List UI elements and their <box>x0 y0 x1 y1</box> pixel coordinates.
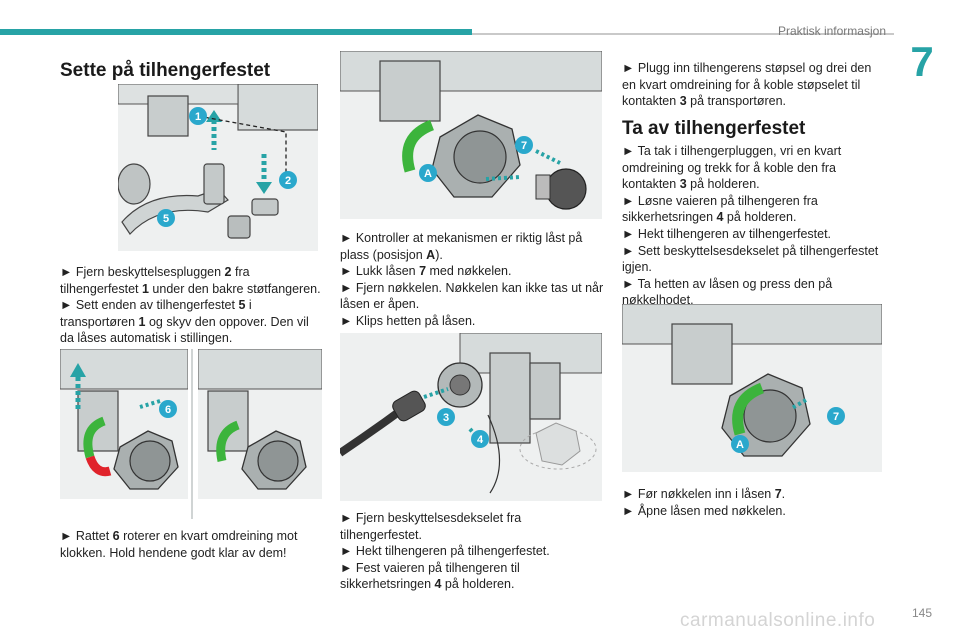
footer-watermark: carmanualsonline.info <box>680 610 876 631</box>
figure-badge: 2 <box>285 175 291 187</box>
figure-badge: 6 <box>165 404 171 416</box>
paragraph-detach-steps: ► Ta tak i tilhengerpluggen, vri en kvar… <box>622 144 879 308</box>
section-title-detach: Ta av tilhengerfestet <box>622 118 806 139</box>
figure-lock-key: 7 A <box>340 51 602 219</box>
paragraph-cable-steps: ► Fjern beskyttelsesdekselet fra tilheng… <box>340 511 550 592</box>
header-rule <box>472 33 894 35</box>
chapter-number: 7 <box>910 38 934 85</box>
figure-towbar-insert: 1 2 5 <box>118 84 318 251</box>
figure-badge: 3 <box>443 412 449 424</box>
paragraph-plug-step: ► Plugg inn tilhengerens støpsel og drei… <box>622 61 872 109</box>
figure-badge: A <box>736 439 744 451</box>
paragraph-wheel-warning: ► Rattet 6 roterer en kvart omdreining m… <box>60 529 298 560</box>
figure-wheel-rotate: 6 <box>60 349 188 499</box>
section-title-attach: Sette på tilhengerfestet <box>60 60 271 81</box>
figure-unlock-key: 7 A <box>622 304 882 472</box>
figure-badge: 1 <box>195 111 201 123</box>
figure-badge: 7 <box>833 411 839 423</box>
header-title: Praktisk informasjon <box>777 24 886 38</box>
figure-badge: A <box>424 168 432 180</box>
figure-wheel-locked <box>198 349 322 499</box>
figure-badge: 7 <box>521 140 527 152</box>
header-accent-bar <box>0 29 472 35</box>
figure-badge: 5 <box>163 213 169 225</box>
paragraph-attach-steps-1: ► Fjern beskyttelsespluggen 2 fra tilhen… <box>60 265 321 346</box>
figure-divider <box>191 349 193 519</box>
paragraph-key-steps: ► Før nøkkelen inn i låsen 7.► Åpne låse… <box>622 487 786 518</box>
figure-socket-cable: 3 4 <box>340 333 602 501</box>
paragraph-lock-steps: ► Kontroller at mekanismen er riktig lås… <box>340 231 604 328</box>
page-number: 145 <box>911 606 932 620</box>
figure-badge: 4 <box>477 434 484 446</box>
